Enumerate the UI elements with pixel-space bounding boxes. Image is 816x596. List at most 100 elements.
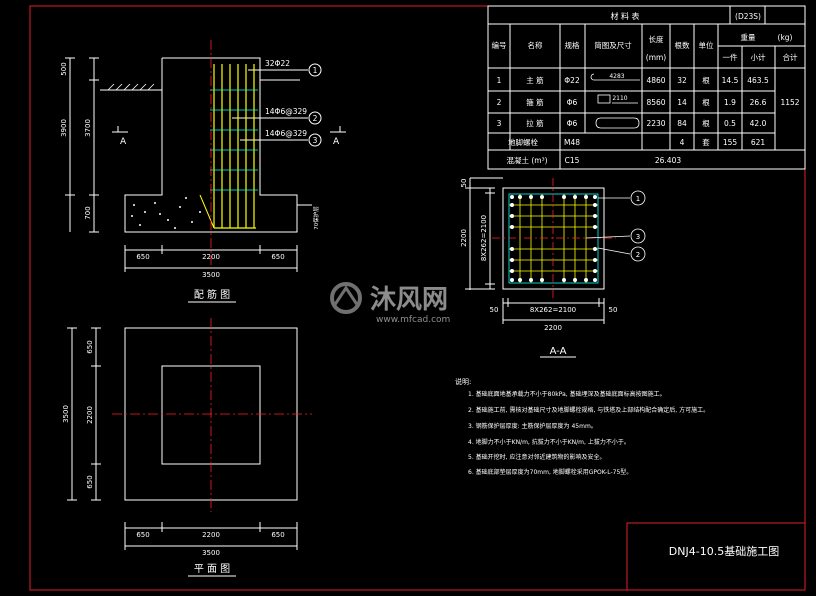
plan-bottom-dim-650b: 650 — [271, 531, 284, 539]
material-table-text: 材 料 表 (D23S) 编号 名称 规格 简图及尺寸 长度 (mm) 根数 单… — [492, 11, 800, 165]
anchor-subtotal: 621 — [751, 138, 766, 147]
section-view-text: 32Φ22 14Φ6@329 14Φ6@329 500 3700 3900 70… — [60, 59, 340, 301]
plan-left-dim-650a: 650 — [86, 340, 94, 353]
row1-unit: 根 — [702, 75, 710, 85]
watermark-url: www.mfcad.com — [376, 315, 450, 325]
header-length: 长度 — [649, 34, 664, 44]
row3-spec: Φ6 — [567, 119, 578, 128]
row2-count: 14 — [677, 98, 687, 107]
section-stirrups — [210, 89, 258, 191]
callout-1-text: 1 — [313, 66, 318, 75]
anchor-count: 4 — [680, 138, 685, 147]
callout-3-text: 3 — [313, 136, 318, 145]
plan-bottom-dim-2200: 2200 — [202, 531, 220, 539]
header-length-unit: (mm) — [646, 53, 667, 62]
row1-count: 32 — [677, 76, 687, 85]
aa-bottom-dim-50b: 50 — [609, 306, 618, 314]
section-mark-left: A — [120, 137, 127, 147]
rebar-label-2: 14Φ6@329 — [265, 107, 307, 116]
callout-3 — [308, 133, 322, 147]
anchor-name: 地脚螺栓 — [508, 137, 538, 147]
callout-1 — [308, 63, 322, 77]
aa-ties — [509, 194, 598, 283]
section-bottom-dim-650b: 650 — [271, 253, 284, 261]
header-total: 合计 — [783, 52, 798, 62]
anchor-unit: 套 — [702, 137, 710, 147]
anchor-spec: M48 — [564, 138, 580, 147]
callout-2 — [308, 111, 322, 125]
material-table — [487, 5, 806, 170]
aa-stirrups — [508, 193, 599, 284]
row2-spec: Φ6 — [567, 98, 578, 107]
aa-callout-1-text: 1 — [636, 195, 640, 203]
title-block: DNJ4-10.5基础施工图 — [626, 522, 806, 591]
table-shape-sketches — [590, 73, 640, 129]
section-view — [65, 57, 346, 272]
aa-callout-2 — [630, 246, 646, 262]
table-code: (D23S) — [735, 12, 761, 21]
section-rebars — [199, 64, 256, 229]
section-left-dim-700: 700 — [84, 206, 92, 219]
row3-name: 拉 筋 — [526, 118, 544, 128]
concrete-name: 混凝土 (m³) — [506, 155, 547, 165]
aa-callout-3-text: 3 — [636, 233, 640, 241]
row2-unit: 根 — [702, 97, 710, 107]
aa-callout-1 — [630, 190, 646, 206]
header-shape: 简图及尺寸 — [594, 40, 632, 50]
header-name: 名称 — [528, 40, 543, 50]
aa-view-title: A-A — [550, 346, 567, 357]
row2-shape-dim: 2110 — [612, 95, 627, 102]
row2-subtotal: 26.6 — [750, 98, 767, 107]
header-subtotal: 小计 — [751, 52, 766, 62]
notes-heading: 说明: — [455, 377, 471, 386]
plan-left-dim-2200: 2200 — [86, 406, 94, 424]
note-4: 4. 地脚力不小于KN/m, 抗拔力不小于KN/m, 上拔力不小于。 — [468, 438, 630, 446]
aa-leaders — [585, 190, 646, 262]
row3-unit: 根 — [702, 118, 710, 128]
note-6: 6. 基础底部垫层厚度为70mm, 地脚螺栓采用GPOK-L-75型。 — [468, 468, 632, 476]
plan-bottom-dim-650a: 650 — [136, 531, 149, 539]
watermark-logo-icon — [330, 282, 362, 314]
aa-main-bars — [510, 195, 597, 282]
header-weight: 重量 — [741, 33, 756, 42]
row1-length: 4860 — [646, 76, 665, 85]
callout-2-text: 2 — [313, 114, 318, 123]
concrete-value: 26.403 — [655, 156, 681, 165]
plan-centerlines — [112, 318, 312, 512]
row2-no: 2 — [497, 98, 502, 107]
row3-no: 3 — [497, 119, 502, 128]
aa-view-text: 1 3 2 50 2200 8X262=2100 50 8X262=2100 5… — [460, 179, 640, 357]
table-title: 材 料 表 — [610, 11, 639, 21]
aa-callout-2-text: 2 — [636, 251, 640, 259]
section-bottom-dim-650a: 650 — [136, 253, 149, 261]
anchor-each: 155 — [723, 138, 738, 147]
header-weight-unit: (kg) — [778, 33, 793, 42]
header-no: 编号 — [492, 40, 507, 50]
section-left-dim-500: 500 — [60, 62, 68, 75]
section-callout-text: 1 2 3 — [313, 66, 318, 145]
aa-bottom-dim-2200: 2200 — [544, 324, 562, 332]
rebar-label-1: 32Φ22 — [265, 59, 290, 68]
aa-left-dim-inner: 8X262=2100 — [480, 215, 488, 261]
row1-each: 14.5 — [722, 76, 739, 85]
total-weight: 1152 — [780, 98, 799, 107]
aa-centerlines — [492, 178, 616, 300]
row1-shape-dim: 4283 — [609, 73, 624, 80]
aa-bottom-dim-50a: 50 — [490, 306, 499, 314]
note-2: 2. 基础施工前, 需核对基础尺寸及地脚螺栓规格, 与铁塔及上部结构配合确定后,… — [468, 406, 709, 414]
row3-length: 2230 — [646, 119, 665, 128]
aa-left-dim-2200: 2200 — [460, 229, 468, 247]
section-bottom-dim-2200: 2200 — [202, 253, 220, 261]
row1-no: 1 — [497, 76, 502, 85]
plan-view-text: 650 2200 650 3500 650 2200 650 3500 平 面 … — [62, 340, 285, 575]
row1-spec: Φ22 — [564, 76, 580, 85]
drawing-title: DNJ4-10.5基础施工图 — [669, 545, 779, 558]
concrete-spec: C15 — [565, 156, 580, 165]
section-mark-right: A — [333, 137, 340, 147]
plan-view-title: 平 面 图 — [194, 563, 230, 575]
note-3: 3. 钢筋保护层厚度: 主筋保护层厚度为 45mm。 — [468, 422, 597, 430]
aa-callout-3 — [630, 228, 646, 244]
row1-name: 主 筋 — [526, 75, 544, 85]
plan-bottom-dim-3500: 3500 — [202, 549, 220, 557]
note-1: 1. 基础底面地基承载力不小于80kPa, 基础埋深及基础底面标高按图施工。 — [468, 390, 666, 398]
